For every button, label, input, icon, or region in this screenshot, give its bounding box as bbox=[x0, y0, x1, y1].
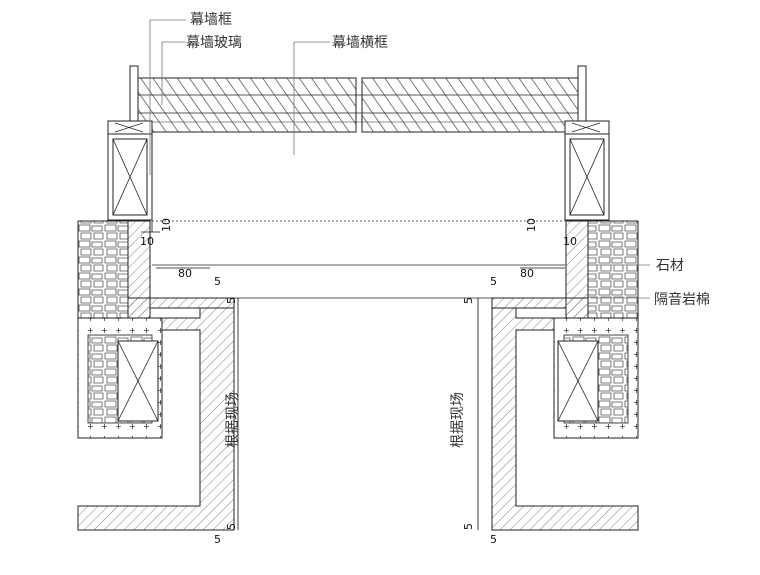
dim-left-10-side: 10 bbox=[140, 235, 154, 248]
dimension-marks bbox=[141, 221, 565, 530]
curtain-wall-glass-band bbox=[129, 65, 587, 133]
leader-lines bbox=[149, 19, 650, 299]
dim-right-5-b: 5 bbox=[462, 297, 475, 304]
label-stone: 石材 bbox=[656, 258, 684, 274]
right-wall bbox=[491, 220, 639, 531]
dim-right-10-side: 10 bbox=[563, 235, 577, 248]
left-mullion bbox=[107, 120, 153, 221]
dim-left-5-b: 5 bbox=[225, 297, 238, 304]
left-wall bbox=[77, 220, 235, 531]
dim-right-5-c: 5 bbox=[462, 523, 475, 530]
label-per-site-right: 根据现场 bbox=[450, 392, 466, 448]
right-mullion bbox=[564, 120, 610, 221]
label-curtain-wall-frame: 幕墙框 bbox=[190, 12, 232, 28]
label-per-site-left: 根据现场 bbox=[225, 392, 241, 448]
dim-left-5-d: 5 bbox=[214, 533, 221, 546]
dim-left-5-c: 5 bbox=[225, 523, 238, 530]
dim-right-10-top: 10 bbox=[525, 218, 538, 232]
dim-left-5-a: 5 bbox=[214, 275, 221, 288]
dim-left-10-top: 10 bbox=[160, 218, 173, 232]
label-curtain-wall-glass: 幕墙玻璃 bbox=[186, 34, 242, 51]
dim-right-80: 80 bbox=[520, 267, 534, 280]
label-curtain-wall-transom: 幕墙横框 bbox=[332, 35, 388, 51]
label-acoustic-rock-wool: 隔音岩棉 bbox=[654, 291, 710, 308]
dim-left-80: 80 bbox=[178, 267, 192, 280]
dim-right-5-d: 5 bbox=[490, 533, 497, 546]
dim-right-5-a: 5 bbox=[490, 275, 497, 288]
